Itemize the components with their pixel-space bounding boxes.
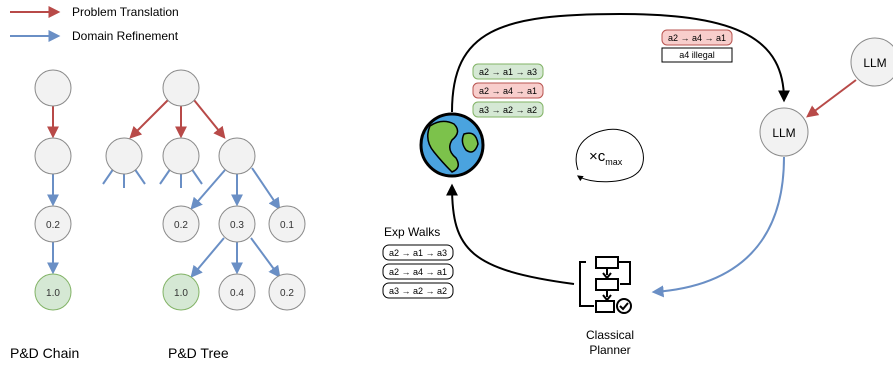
walk-text: a2 → a1 → a3 (479, 67, 537, 77)
planner-label: Classical (586, 328, 634, 342)
tree-score-label: 0.2 (174, 220, 188, 231)
refinement-legend-label: Domain Refinement (72, 29, 179, 43)
world-to-llm-arrow (451, 12, 790, 113)
planner-to-world-arrow (446, 183, 575, 285)
tree-score-node (162, 205, 200, 243)
tree-score-node (268, 273, 306, 311)
exp-walk-text: a3 → a2 → a2 (389, 286, 447, 296)
tree-translation-edge (129, 99, 169, 139)
tree-translated-node (218, 137, 256, 175)
globe-icon (419, 112, 485, 178)
llm-label: LLM (772, 126, 795, 140)
tree-score-node (218, 273, 256, 311)
feedback-note-text: a4 illegal (679, 50, 715, 60)
legend: Problem Translation Domain Refinement (10, 5, 179, 43)
chain-root-node (34, 69, 72, 107)
tree-refinement-edge (250, 237, 281, 278)
tree-score-label: 1.0 (174, 288, 188, 299)
feedback-walk-text: a2 → a4 → a1 (668, 33, 726, 43)
llm-node (759, 107, 809, 157)
tree-success-node (162, 273, 200, 311)
exp-walk-text: a2 → a4 → a1 (389, 267, 447, 277)
tree-refinement-edge (190, 169, 226, 210)
tree-stub-edge (102, 167, 115, 185)
chain-caption: P&D Chain (10, 345, 79, 361)
feedback-box: a2 → a4 → a1 a4 illegal (661, 29, 733, 63)
world-walks: a2 → a1 → a3 a2 → a4 → a1 a3 → a2 → a2 (472, 63, 544, 118)
external-llm-node (850, 37, 893, 87)
flowchart-icon (579, 256, 632, 314)
tree-score-label: 0.4 (230, 288, 244, 299)
llm-to-planner-arrow (651, 156, 785, 298)
exp-walk-box (382, 263, 454, 280)
chain-score-node (34, 205, 72, 243)
tree-caption: P&D Tree (168, 345, 229, 361)
walk-text: a3 → a2 → a2 (479, 105, 537, 115)
tree-stub-edge (133, 167, 146, 185)
tree-translated-node (162, 137, 200, 175)
tree-translation-edge (193, 99, 226, 139)
tree-score-node (268, 205, 306, 243)
translation-legend-label: Problem Translation (72, 5, 179, 19)
tree-score-node (218, 205, 256, 243)
chain-score-label: 0.2 (46, 220, 60, 231)
loop-arrow (575, 128, 644, 183)
tree-score-label: 0.2 (280, 288, 294, 299)
refinement-loop: a2 → a1 → a3 a2 → a4 → a1 a3 → a2 → a2 a… (382, 12, 893, 357)
feedback-note-box (661, 47, 733, 63)
feedback-walk-box (661, 29, 733, 46)
exp-walk-text: a2 → a1 → a3 (389, 248, 447, 258)
chain-success-label: 1.0 (46, 288, 60, 299)
walk-success-box (472, 63, 544, 80)
walk-fail-box (472, 82, 544, 99)
chain-translated-node (34, 137, 72, 175)
tree-refinement-edge (251, 167, 281, 210)
tree-score-label: 0.1 (280, 220, 294, 231)
exp-walk-box (382, 282, 454, 299)
planner-label: Planner (589, 343, 630, 357)
pd-tree: 0.2 0.3 0.1 1.0 0.4 0.2 P&D Tree (102, 69, 306, 361)
walk-success-box (472, 101, 544, 118)
exp-walks-title: Exp Walks (384, 225, 440, 239)
tree-stub-edge (190, 167, 203, 185)
chain-success-node (34, 273, 72, 311)
loop-multiplier: ×cmax (589, 148, 623, 167)
external-llm-label: LLM (863, 56, 886, 70)
iteration-loop: ×cmax (575, 128, 644, 183)
exp-walks: Exp Walks a2 → a1 → a3 a2 → a4 → a1 a3 →… (382, 225, 454, 299)
tree-root-node (162, 69, 200, 107)
pd-chain: 0.2 1.0 P&D Chain (10, 69, 79, 361)
tree-score-label: 0.3 (230, 220, 244, 231)
tree-refinement-edge (190, 237, 225, 278)
walk-text: a2 → a4 → a1 (479, 86, 537, 96)
external-llm-arrow (806, 79, 857, 118)
tree-translated-node (105, 137, 143, 175)
tree-stub-edge (159, 167, 172, 185)
exp-walk-box (382, 244, 454, 261)
